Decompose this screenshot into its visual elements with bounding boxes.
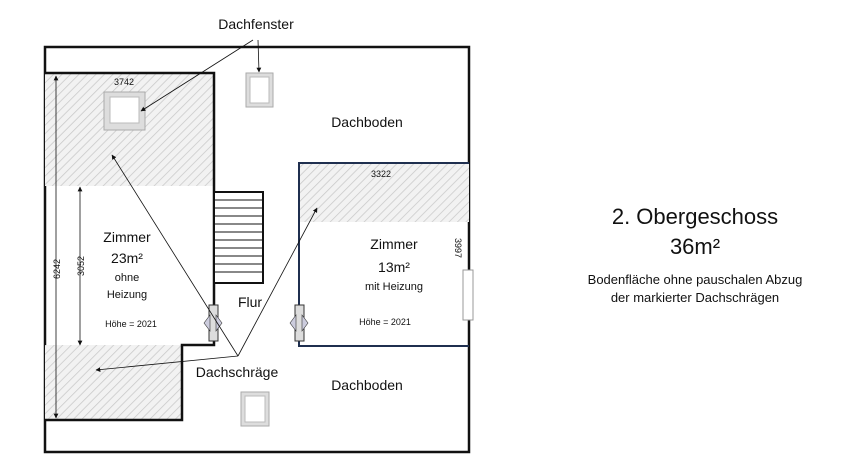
floor-title: 2. Obergeschoss <box>611 204 779 229</box>
label-dachboden-top: Dachboden <box>331 114 403 130</box>
room-right-height: Höhe = 2021 <box>359 317 411 327</box>
skylight-icon <box>240 391 270 427</box>
label-flur: Flur <box>238 294 262 310</box>
skylight-icon <box>245 72 274 108</box>
room-left-area: 23m² <box>111 250 143 266</box>
room-left-name: Zimmer <box>103 229 151 245</box>
staircase <box>213 191 264 284</box>
floor-note-2: der markierter Dachschrägen <box>610 290 780 305</box>
label-dachboden-bottom: Dachboden <box>331 377 403 393</box>
side-window-icon <box>462 269 474 321</box>
skylight-icon <box>103 91 146 131</box>
label-dachfenster: Dachfenster <box>218 16 294 32</box>
room-left-height: Höhe = 2021 <box>105 319 157 329</box>
dim-right-width: 3322 <box>371 169 391 179</box>
dim-left-width: 3742 <box>114 77 134 87</box>
dim-left-total: 6242 <box>52 259 62 279</box>
room-right-area: 13m² <box>378 259 410 275</box>
label-dachschraege: Dachschräge <box>196 364 279 380</box>
room-left-heating-2: Heizung <box>107 289 147 301</box>
door-left-icon <box>203 304 223 342</box>
floor-area: 36m² <box>669 234 721 259</box>
room-right <box>298 162 469 347</box>
floor-note-1: Bodenfläche ohne pauschalen Abzug <box>587 272 803 287</box>
room-right-heating: mit Heizung <box>365 281 423 293</box>
door-right-icon <box>289 304 309 342</box>
annotation-arrows <box>95 39 318 372</box>
room-right-name: Zimmer <box>370 236 418 252</box>
room-left-heating-1: ohne <box>115 272 139 284</box>
dim-right-side: 3997 <box>453 238 463 258</box>
dim-left-inner: 3052 <box>76 256 86 276</box>
